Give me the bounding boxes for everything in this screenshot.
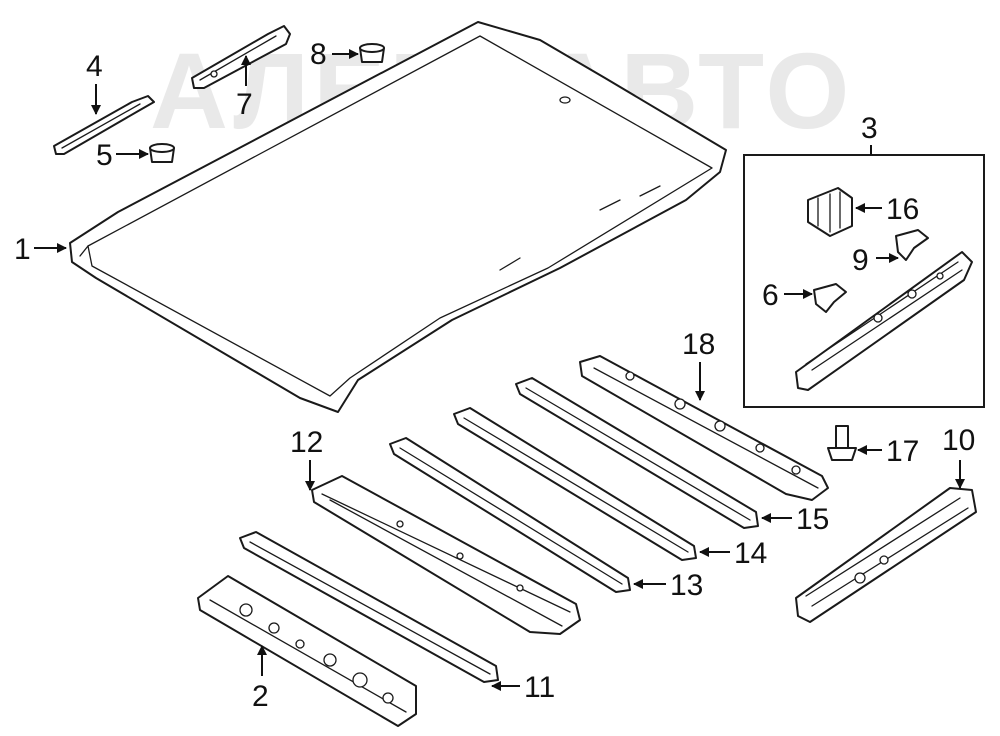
callout-1: 1 xyxy=(14,233,31,266)
callout-3: 3 xyxy=(861,112,878,145)
rail-part-10 xyxy=(795,487,977,623)
callout-15: 15 xyxy=(796,503,829,536)
bolt-part-17 xyxy=(827,425,857,461)
callout-4: 4 xyxy=(86,50,103,83)
bracket-part-4 xyxy=(53,95,155,155)
roof-bow-part-14 xyxy=(453,407,697,561)
callout-16: 16 xyxy=(886,193,919,226)
roof-bow-part-13 xyxy=(389,437,631,593)
roof-bow-part-11 xyxy=(239,531,499,683)
callout-2: 2 xyxy=(252,680,269,713)
kit-box-part-3 xyxy=(743,145,985,408)
side-reinforcement xyxy=(795,251,973,391)
callout-11: 11 xyxy=(524,671,555,704)
callout-8: 8 xyxy=(310,38,327,71)
callout-17: 17 xyxy=(886,435,919,468)
roof-bow-part-15 xyxy=(515,377,759,529)
callout-7: 7 xyxy=(236,88,253,121)
callout-10: 10 xyxy=(942,424,975,457)
callout-labels: 1 2 3 4 5 6 7 8 9 10 11 12 13 14 15 16 1… xyxy=(14,38,975,713)
callout-9: 9 xyxy=(852,244,869,277)
bracket-part-6 xyxy=(813,283,847,313)
callout-14: 14 xyxy=(734,537,767,570)
callout-6: 6 xyxy=(762,279,779,312)
nut-part-8 xyxy=(359,43,385,63)
front-header-part-12 xyxy=(311,475,581,635)
leader-lines xyxy=(34,49,965,691)
roof-bow-part-18 xyxy=(579,355,829,501)
callout-12: 12 xyxy=(290,426,323,459)
callout-18: 18 xyxy=(682,328,715,361)
roof-panel xyxy=(69,21,727,413)
callout-5: 5 xyxy=(96,139,113,172)
nut-part-5 xyxy=(149,143,175,163)
part-16 xyxy=(807,187,853,237)
bracket-part-9 xyxy=(895,229,929,261)
callout-13: 13 xyxy=(670,569,703,602)
rear-header-part-2 xyxy=(197,575,417,727)
